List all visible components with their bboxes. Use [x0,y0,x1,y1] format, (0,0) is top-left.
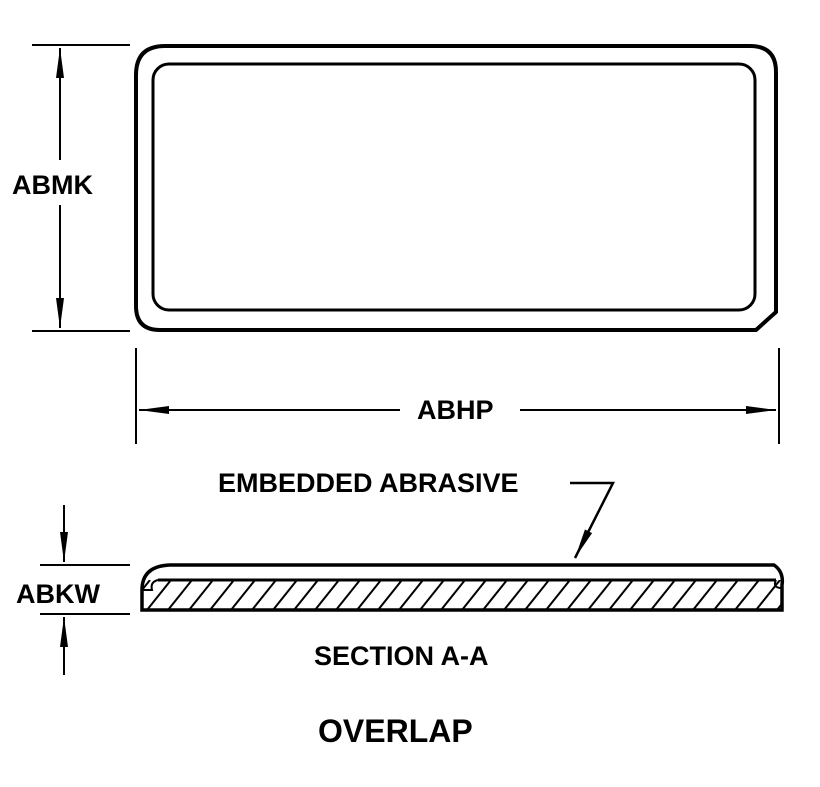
hatch-line [587,580,613,610]
hatch-line [440,580,466,610]
hatch-line [755,580,781,610]
hatching [142,580,782,610]
hatch-line [671,580,697,610]
hatch-line [314,580,340,610]
hatch-line [142,580,151,592]
hatch-line [524,580,550,610]
hatch-line [650,580,676,610]
hatch-line [461,580,487,610]
hatch-line [377,580,403,610]
width-dimension [135,348,780,444]
thickness-dimension [40,505,130,675]
hatch-line [566,580,592,610]
hatch-line [608,580,634,610]
hatch-line [713,580,739,610]
hatch-line [398,580,424,610]
outer-outline [134,44,778,332]
hatch-line [335,580,361,610]
section-label: SECTION A-A [314,641,489,671]
drawing-title: OVERLAP [318,713,473,749]
hatch-line [146,580,172,610]
callout-label: EMBEDDED ABRASIVE [218,468,519,498]
height-dimension [32,44,130,332]
width-dim-label: ABHP [417,395,494,425]
hatch-line [734,580,760,610]
hatch-line [629,580,655,610]
hatch-line [188,580,214,610]
height-dim-label: ABMK [12,170,93,200]
hatch-line [209,580,235,610]
section-view [140,563,785,612]
hatch-line [230,580,256,610]
hatch-line [251,580,277,610]
hatch-line [419,580,445,610]
hatch-line [545,580,571,610]
hatch-line [692,580,718,610]
thickness-dim-label: ABKW [16,579,100,609]
hatch-line [482,580,508,610]
top-view [134,44,778,332]
hatch-line [167,580,193,610]
inner-outline [151,62,757,312]
section-outline [140,563,785,612]
hatch-line [356,580,382,610]
hatch-line [503,580,529,610]
hatch-line [272,580,298,610]
hatch-line [293,580,319,610]
callout-leader [570,481,616,559]
